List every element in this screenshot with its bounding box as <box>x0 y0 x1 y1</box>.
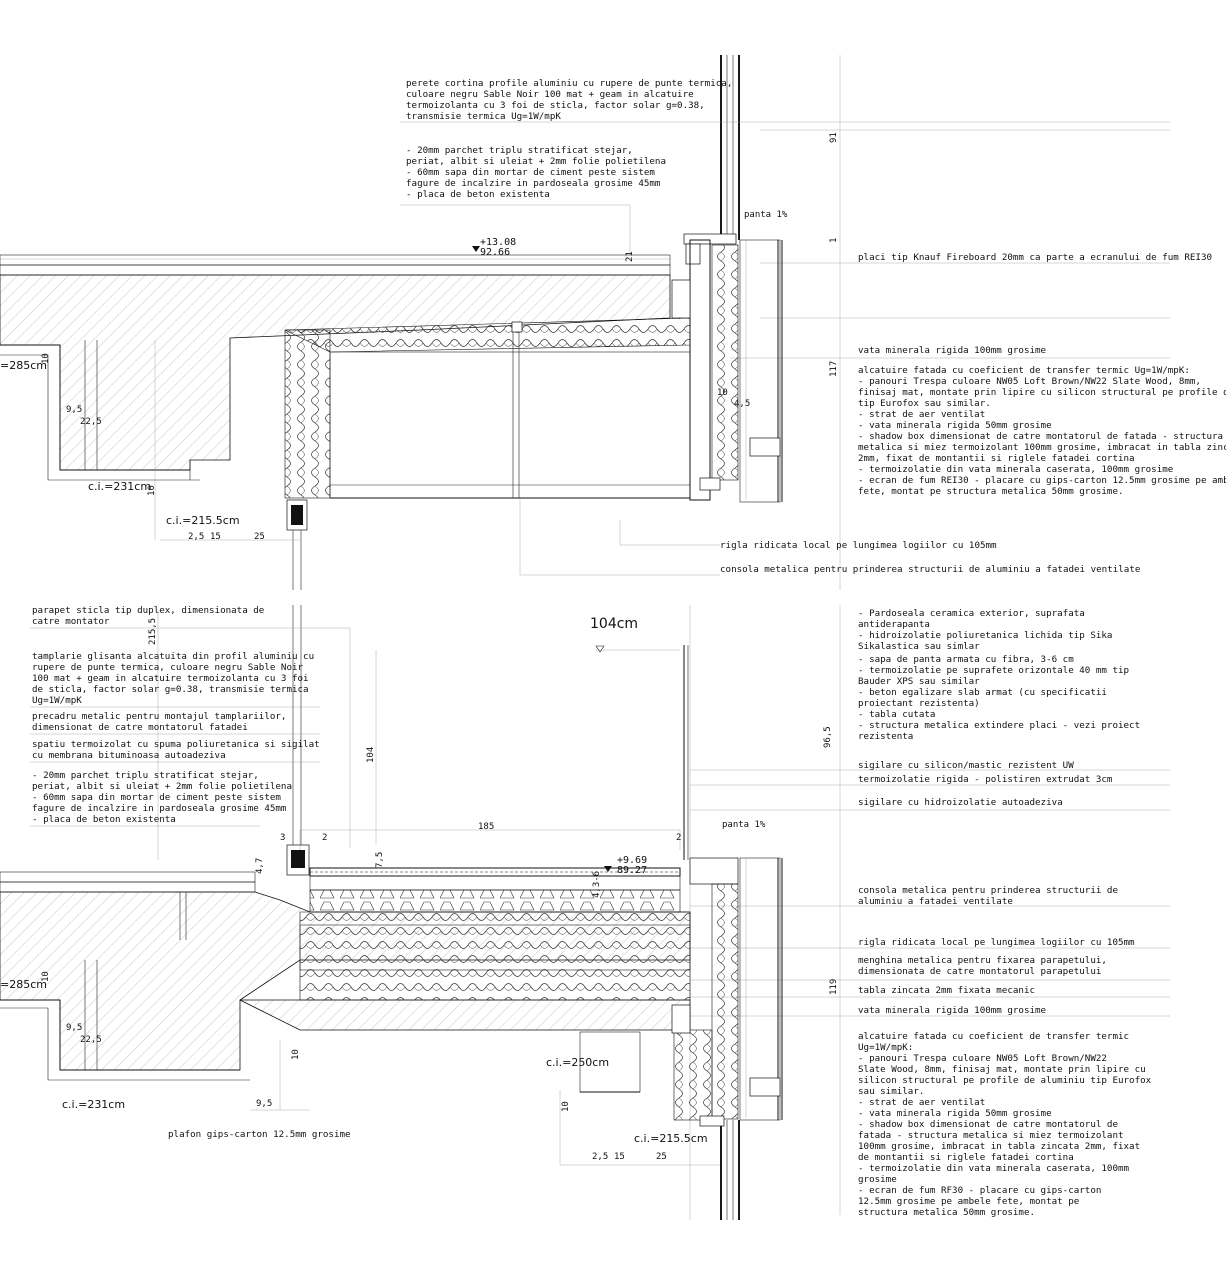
lower-dim-95: 9,5 <box>66 1023 82 1033</box>
upper-dim-225: 22,5 <box>80 417 102 427</box>
lower-dim-2b: 2 <box>676 833 681 843</box>
upper-soffit-insulation <box>284 317 691 499</box>
lower-dim-75: 7,5 <box>375 852 385 868</box>
upper-dim-10c: 10 <box>147 485 157 496</box>
upper-dim-91: 91 <box>829 132 839 143</box>
upper-level-bottom: 92.66 <box>480 247 510 258</box>
lower-width-label: 104cm <box>590 616 638 632</box>
lower-ci-250: c.i.=250cm <box>546 1056 609 1069</box>
lower-dim-185: 185 <box>478 822 494 832</box>
upper-window-frame <box>286 499 308 590</box>
lower-dim-25: 25 <box>656 1152 667 1162</box>
lower-ci-2155: c.i.=215.5cm <box>634 1132 708 1145</box>
lower-note-zinc-sheet: tabla zincata 2mm fixata mecanic <box>858 985 1035 996</box>
lower-dim-119: 119 <box>829 979 839 995</box>
lower-dim-2155: 215,5 <box>148 618 158 645</box>
upper-dim-10a: 10 <box>41 353 51 364</box>
lower-dim-10c: 10 <box>561 1101 571 1112</box>
lower-note-bracket: consola metalica pentru prinderea struct… <box>858 885 1124 907</box>
upper-detail: perete cortina profile aluminiu cu ruper… <box>0 55 1226 590</box>
lower-level-top: +9.69 <box>617 855 647 866</box>
lower-note-glass-parapet: parapet sticla tip duplex, dimensionata … <box>32 605 270 627</box>
lower-facade-layers <box>671 857 783 1220</box>
lower-dim-104: 104 <box>366 747 376 763</box>
lower-dim-965: 96,5 <box>823 726 833 748</box>
upper-dim-10b: 10 <box>717 388 728 398</box>
upper-slope-label: panta 1% <box>744 210 788 220</box>
upper-note-rail: rigla ridicata local pe lungimea logiilo… <box>720 540 997 551</box>
lower-dim-25a: 2,5 <box>592 1152 608 1162</box>
lower-note-foam-seal: spatiu termoizolat cu spuma poliuretanic… <box>32 739 325 761</box>
upper-ci-2155: c.i.=215.5cm <box>166 514 240 527</box>
lower-dim-3: 3 <box>280 833 285 843</box>
upper-dim-21: 21 <box>625 251 635 262</box>
upper-note-curtain-wall: perete cortina profile aluminiu cu ruper… <box>406 78 738 122</box>
lower-ci-285: =285cm <box>0 978 47 991</box>
lower-note-terrace-build-up: - Pardoseala ceramica exterior, suprafat… <box>858 608 1146 742</box>
upper-dim-15: 15 <box>210 532 221 542</box>
lower-note-clamp: menghina metalica pentru fixarea parapet… <box>858 955 1112 977</box>
upper-dim-45: 4,5 <box>734 399 750 409</box>
lower-note-sliding-frame: tamplarie glisanta alcatuita din profil … <box>32 651 320 706</box>
lower-note-subframe: precadru metalic pentru montajul tamplar… <box>32 711 292 733</box>
lower-sliding-frame <box>286 605 689 876</box>
lower-dim-15: 15 <box>614 1152 625 1162</box>
lower-dim-436: 4,3-6 <box>592 871 602 898</box>
lower-note-facade-build-up: alcatuire fatada cu coeficient de transf… <box>858 1031 1157 1218</box>
lower-note-floor-layers: - 20mm parchet triplu stratificat stejar… <box>32 770 298 825</box>
lower-dim-2a: 2 <box>322 833 327 843</box>
lower-detail: parapet sticla tip duplex, dimensionata … <box>0 605 1170 1220</box>
upper-ci-285: =285cm <box>0 359 47 372</box>
upper-ci-231: c.i.=231cm <box>88 480 151 493</box>
lower-dim-225: 22,5 <box>80 1035 102 1045</box>
lower-slope-label: panta 1% <box>722 820 766 830</box>
lower-ci-231: c.i.=231cm <box>62 1098 125 1111</box>
upper-note-bracket: consola metalica pentru prinderea struct… <box>720 564 1140 575</box>
upper-dim-117: 117 <box>829 361 839 377</box>
upper-floor-slab <box>0 254 671 481</box>
upper-note-floor-layers: - 20mm parchet triplu stratificat stejar… <box>406 145 672 200</box>
upper-dim-25: 25 <box>254 532 265 542</box>
lower-soffit-insulation <box>239 911 691 1093</box>
upper-note-facade-build-up: alcatuire fatada cu coeficient de transf… <box>858 365 1226 497</box>
lower-dim-10b: 10 <box>291 1049 301 1060</box>
lower-note-rail: rigla ridicata local pe lungimea logiilo… <box>858 937 1135 948</box>
upper-note-fireboard: placi tip Knauf Fireboard 20mm ca parte … <box>858 252 1212 263</box>
upper-dim-95: 9,5 <box>66 405 82 415</box>
upper-level-top: +13.08 <box>480 237 516 248</box>
lower-dim-95b: 9,5 <box>256 1099 272 1109</box>
upper-facade-layers <box>671 239 783 503</box>
lower-note-mineral-wool: vata minerala rigida 100mm grosime <box>858 1005 1046 1016</box>
lower-level-bottom: 89.27 <box>617 865 647 876</box>
lower-note-plafon: plafon gips-carton 12.5mm grosime <box>168 1129 351 1140</box>
lower-dim-10a: 10 <box>41 971 51 982</box>
upper-dim-1: 1 <box>829 238 839 243</box>
lower-note-waterproofing-seal: sigilare cu hidroizolatie autoadeziva <box>858 797 1063 808</box>
lower-note-xps: termoizolatie rigida - polistiren extrud… <box>858 774 1113 785</box>
upper-note-mineral-wool: vata minerala rigida 100mm grosime <box>858 345 1046 356</box>
upper-dim-25a: 2,5 <box>188 532 204 542</box>
lower-note-silicone-seal: sigilare cu silicon/mastic rezistent UW <box>858 760 1074 771</box>
lower-dim-47: 4,7 <box>255 858 265 874</box>
